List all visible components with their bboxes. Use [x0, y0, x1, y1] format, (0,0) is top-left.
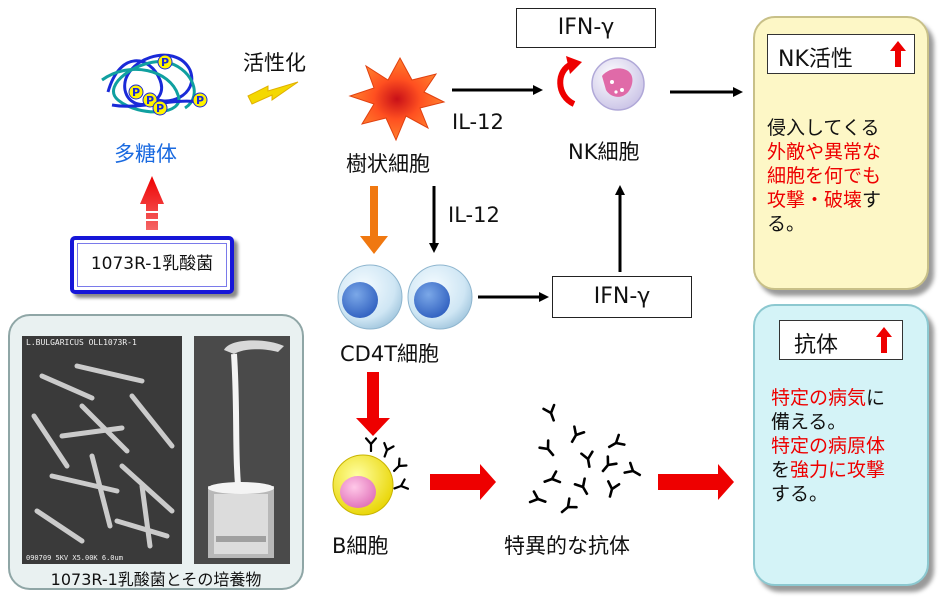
ifn-gamma-mid-label: IFN-γ [593, 284, 651, 309]
culture-beaker-icon [208, 340, 284, 558]
antibody-description: 特定の病気に備える。特定の病原体を強力に攻撃する。 [771, 386, 885, 506]
panel-line-run: 特定の病原体 [771, 435, 886, 457]
polysaccharide-icon: P P P P P [101, 53, 208, 116]
panel-line-run: 侵入してくる [767, 117, 880, 139]
il12-label-lower: IL-12 [448, 203, 500, 227]
il12-label-upper: IL-12 [452, 110, 504, 134]
panel-line: 特定の病気に [771, 386, 885, 410]
nk-activity-panel: NK活性 侵入してくる外敵や異常な細胞を何でも攻撃・破壊する。 [753, 16, 929, 290]
panel-line-run: 備える。 [771, 411, 847, 433]
culture-photo [194, 336, 290, 564]
micrograph-footer: 090709 5KV X5.00K 6.0um [26, 554, 123, 562]
b-to-antibody-arrow [430, 464, 496, 500]
panel-line-run: る。 [767, 213, 806, 235]
panel-line: 攻撃・破壊す [767, 188, 881, 212]
panel-line-run: 細胞を何でも [767, 165, 882, 187]
panel-line-run: 外敵や異常な [767, 141, 882, 163]
signal-arrows [429, 85, 743, 302]
micrograph-title: L.BULGARICUS OLL1073R-1 [26, 338, 137, 347]
panel-line: 備える。 [771, 410, 885, 434]
svg-text:P: P [156, 102, 164, 115]
panel-line: る。 [767, 212, 881, 236]
lightning-icon [247, 81, 299, 105]
b-cell-label: B細胞 [332, 534, 389, 558]
polysaccharide-label: 多糖体 [114, 142, 177, 166]
nk-activity-description: 侵入してくる外敵や異常な細胞を何でも攻撃・破壊する。 [767, 116, 881, 236]
svg-text:P: P [196, 94, 204, 107]
svg-text:P: P [132, 86, 140, 99]
bacteria-rods [31, 363, 175, 549]
dendritic-cell-icon [348, 56, 446, 142]
ifn-gamma-top-label: IFN-γ [557, 15, 615, 40]
photo-panel: L.BULGARICUS OLL1073R-1 090709 5KV X5.00… [8, 314, 304, 590]
antibody-to-panel-arrow [658, 464, 734, 500]
strain-label: 1073R-1乳酸菌 [77, 243, 227, 287]
antibody-title: 抗体 [794, 333, 839, 358]
panel-line-run: 特定の病気 [771, 387, 867, 409]
photo-caption: 1073R-1乳酸菌とその培養物 [50, 570, 262, 589]
cd4t-cell-icon [337, 264, 473, 330]
ifn-gamma-box-mid: IFN-γ [552, 276, 692, 318]
nk-activity-title: NK活性 [778, 47, 853, 72]
panel-line-run: に [866, 387, 886, 409]
panel-line-run: 強力に攻撃 [790, 459, 886, 481]
orange-down-arrow [360, 186, 388, 254]
panel-line-run: 攻撃・破壊 [767, 189, 863, 211]
panel-line: を強力に攻撃 [771, 458, 885, 482]
nk-activity-title-box: NK活性 [767, 34, 915, 74]
micrograph-image: L.BULGARICUS OLL1073R-1 090709 5KV X5.00… [22, 336, 182, 564]
panel-line-run: す [862, 189, 882, 211]
panel-line: する。 [771, 482, 885, 506]
nk-cell-icon [591, 57, 645, 111]
red-down-arrow [356, 372, 390, 436]
antibody-panel: 抗体 特定の病気に備える。特定の病原体を強力に攻撃する。 [753, 304, 929, 586]
panel-line: 外敵や異常な [767, 140, 881, 164]
strain-box: 1073R-1乳酸菌 [70, 236, 234, 294]
svg-text:P: P [161, 56, 169, 69]
panel-line: 侵入してくる [767, 116, 881, 140]
svg-text:P: P [146, 94, 154, 107]
panel-line: 細胞を何でも [767, 164, 881, 188]
cd4t-cell-label: CD4T細胞 [340, 342, 440, 366]
ifn-gamma-box-top: IFN-γ [516, 8, 656, 48]
panel-line-run: を [771, 459, 791, 481]
panel-line: 特定の病原体 [771, 434, 885, 458]
dendritic-cell-label: 樹状細胞 [346, 152, 430, 176]
panel-line-run: する。 [771, 483, 829, 505]
antibody-group-icon [528, 403, 645, 518]
antibody-label: 特異的な抗体 [504, 534, 630, 558]
antibody-title-box: 抗体 [779, 320, 903, 360]
b-cell-icon [332, 437, 410, 516]
red-up-arrow [140, 176, 164, 230]
up-arrow-icon [876, 327, 892, 353]
activation-label: 活性化 [243, 51, 306, 75]
up-arrow-icon [890, 41, 906, 67]
nk-cell-label: NK細胞 [568, 140, 640, 164]
